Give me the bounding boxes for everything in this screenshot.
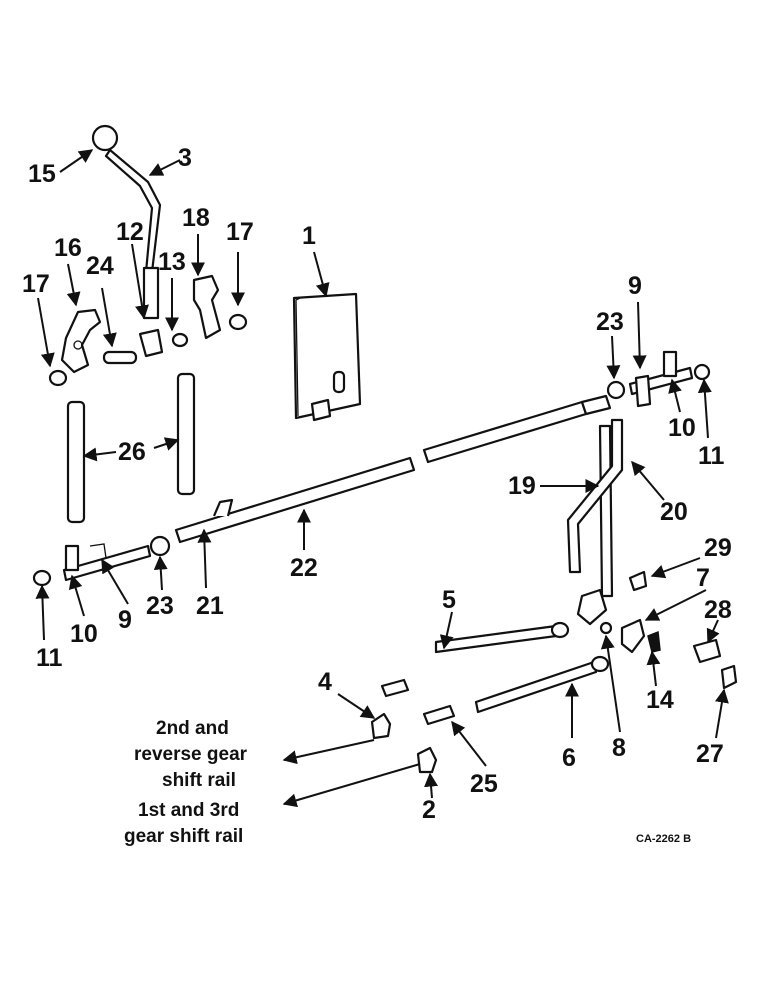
shift-fork-18 [192,274,222,340]
screw-14 [647,630,661,653]
clip-29 [628,570,648,592]
callout-23-right: 23 [596,308,624,336]
callout-7: 7 [696,564,710,592]
callout-24: 24 [86,252,114,280]
bushing-23-right [606,380,626,400]
reference-code: CA-2262 B [636,833,691,845]
ball-8 [599,621,613,635]
callout-27: 27 [696,740,724,768]
callout-20: 20 [660,498,688,526]
callout-16: 16 [54,234,82,262]
shift-shaft-21-22 [174,456,416,544]
callout-28: 28 [704,596,732,624]
note-2nd-reverse-line3: shift rail [162,770,236,791]
shift-rail-notes: 2nd and reverse gear shift rail 1st and … [124,718,248,847]
callout-26: 26 [118,438,146,466]
callout-17-left: 17 [22,270,50,298]
shift-lug-4 [282,712,392,765]
callout-11-left: 11 [36,644,63,672]
shift-shaft-right [422,394,612,464]
spacer-11-right [693,363,711,381]
bushing-23-left [149,535,171,557]
bushing-13 [171,332,189,348]
callout-13: 13 [158,248,186,276]
callout-6: 6 [562,744,576,772]
clip-7 [620,618,646,654]
callout-29: 29 [704,534,732,562]
callout-2: 2 [422,796,436,824]
shaft-end-left [62,543,152,582]
callout-14: 14 [646,686,674,714]
note-2nd-reverse-line2: reverse gear [134,744,248,765]
callout-labels: 15 3 18 17 12 13 16 24 17 1 26 22 21 23 … [22,144,732,824]
callout-9-left: 9 [118,606,132,634]
callout-10-right: 10 [668,414,696,442]
callout-10-left: 10 [70,620,98,648]
rod-6 [474,655,610,714]
callout-21: 21 [196,592,224,620]
link-26-right [176,372,196,496]
spacer-11-left [32,569,52,587]
connector-25a [380,678,410,698]
callout-23-left: 23 [146,592,174,620]
callout-15: 15 [28,160,56,188]
note-2nd-reverse-line1: 2nd and [156,718,229,739]
fork-end-19 [576,588,608,626]
callout-25: 25 [470,770,498,798]
callout-12: 12 [116,218,144,246]
callout-3: 3 [178,144,192,172]
callout-18: 18 [182,204,210,232]
callout-5: 5 [442,586,456,614]
callout-8: 8 [612,734,626,762]
callout-9-right: 9 [628,272,642,300]
shift-fork-16 [60,308,102,374]
callout-17-right: 17 [226,218,254,246]
callout-19: 19 [508,472,536,500]
spacer-17b [228,313,248,331]
rod-19 [598,424,614,598]
callout-4: 4 [318,668,332,696]
rod-20 [566,418,624,574]
callout-1: 1 [302,222,316,250]
link-26-left [66,400,86,524]
plate-1 [292,292,362,422]
pin-24 [102,350,138,365]
plate-28 [692,638,722,664]
note-1st-3rd-line1: 1st and 3rd [138,800,239,821]
rod-5 [434,621,570,654]
clip-27 [720,664,738,690]
callout-22: 22 [290,554,318,582]
shift-lug-2 [282,746,438,808]
shaft-end-right [628,350,694,408]
callout-11-right: 11 [698,442,725,470]
bracket-12 [138,328,164,358]
spacer-17a [48,369,68,387]
note-1st-3rd-line2: gear shift rail [124,826,243,847]
connector-25b [422,704,456,726]
leader-lines [35,149,729,799]
